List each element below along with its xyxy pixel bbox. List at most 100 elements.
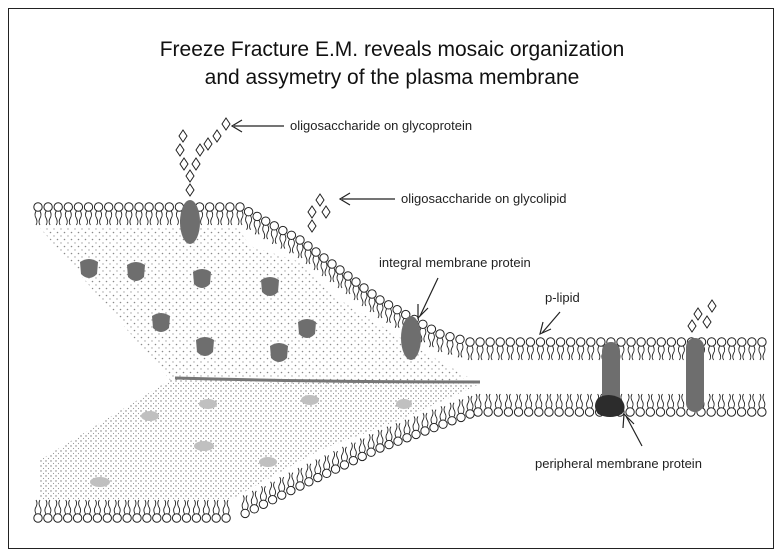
phospholipid xyxy=(222,500,230,522)
phospholipid xyxy=(312,248,320,270)
phospholipid xyxy=(270,222,278,244)
phospholipid xyxy=(320,254,328,276)
phospholipid xyxy=(585,394,593,416)
phospholipid xyxy=(456,335,464,357)
protein-particle xyxy=(298,319,316,338)
phospholipid xyxy=(738,338,746,360)
phospholipid xyxy=(328,260,336,282)
phospholipid xyxy=(707,394,715,416)
phospholipid xyxy=(83,500,91,522)
phospholipid xyxy=(546,338,554,360)
phospholipid xyxy=(155,203,163,225)
phospholipid xyxy=(296,468,304,490)
phospholipid xyxy=(376,296,384,318)
phospholipid xyxy=(331,451,339,473)
phospholipid xyxy=(412,416,420,438)
phospholipid xyxy=(565,394,573,416)
phospholipid xyxy=(133,500,141,522)
phospholipid xyxy=(646,394,654,416)
protein-particle xyxy=(80,259,98,278)
phospholipid xyxy=(566,338,574,360)
phospholipid xyxy=(556,338,564,360)
phospholipid xyxy=(296,236,304,258)
phospholipid xyxy=(421,413,429,435)
phospholipid xyxy=(727,394,735,416)
phospholipid xyxy=(163,500,171,522)
phospholipid xyxy=(236,203,244,225)
phospholipid xyxy=(226,203,234,225)
face-pit xyxy=(396,399,412,409)
label-peripheral-membrane-protein: peripheral membrane protein xyxy=(535,456,702,471)
glycoprotein-integral xyxy=(180,200,200,244)
phospholipid xyxy=(707,338,715,360)
face-pit xyxy=(199,399,217,409)
phospholipid xyxy=(165,203,173,225)
phospholipid xyxy=(666,394,674,416)
phospholipid xyxy=(748,394,756,416)
phospholipid xyxy=(626,394,634,416)
phospholipid xyxy=(192,500,200,522)
protein-particle xyxy=(152,313,170,332)
phospholipid xyxy=(84,203,92,225)
phospholipid xyxy=(105,203,113,225)
phospholipid xyxy=(439,406,447,428)
phospholipid xyxy=(647,338,655,360)
label-p-lipid: p-lipid xyxy=(545,290,580,305)
phospholipid xyxy=(748,338,756,360)
phospholipid xyxy=(352,278,360,300)
phospholipid xyxy=(636,394,644,416)
phospholipid xyxy=(44,203,52,225)
phospholipid xyxy=(535,394,543,416)
phospholipid xyxy=(278,477,286,499)
phospholipid xyxy=(430,410,438,432)
protein-particle xyxy=(193,269,211,288)
phospholipid xyxy=(403,420,411,442)
phospholipid xyxy=(717,338,725,360)
protein-particle xyxy=(261,277,279,296)
phospholipid xyxy=(54,203,62,225)
upper-fracture-face xyxy=(40,228,470,384)
phospholipid xyxy=(466,338,474,360)
phospholipid xyxy=(340,447,348,469)
protein-particle xyxy=(270,343,288,362)
protein-particle xyxy=(127,262,145,281)
phospholipid xyxy=(436,330,444,352)
protein-particle xyxy=(196,337,214,356)
phospholipid xyxy=(360,284,368,306)
inner-leaflet-lipids-bottom xyxy=(34,500,231,522)
phospholipid xyxy=(244,208,252,230)
label-integral-membrane-protein: integral membrane protein xyxy=(379,255,531,270)
phospholipid xyxy=(73,500,81,522)
phospholipid xyxy=(376,430,384,452)
phospholipid xyxy=(486,338,494,360)
phospholipid xyxy=(262,217,270,239)
arrow-peripheral xyxy=(626,416,642,446)
phospholipid xyxy=(526,338,534,360)
phospholipid xyxy=(93,500,101,522)
oligosaccharide-right xyxy=(688,300,716,332)
phospholipid xyxy=(667,338,675,360)
phospholipid xyxy=(268,482,276,504)
phospholipid xyxy=(143,500,151,522)
phospholipid xyxy=(253,212,261,234)
phospholipid xyxy=(385,427,393,449)
label-oligosaccharide-glycoprotein: oligosaccharide on glycoprotein xyxy=(290,118,472,133)
phospholipid xyxy=(514,394,522,416)
phospholipid xyxy=(145,203,153,225)
phospholipid xyxy=(125,203,133,225)
phospholipid xyxy=(536,338,544,360)
integral-membrane-protein xyxy=(401,316,421,360)
phospholipid xyxy=(427,325,435,347)
face-pit xyxy=(301,395,319,405)
phospholipid xyxy=(259,486,267,508)
phospholipid xyxy=(393,306,401,328)
arrow-integral xyxy=(420,278,438,316)
phospholipid xyxy=(135,203,143,225)
phospholipid xyxy=(344,272,352,294)
phospholipid xyxy=(717,394,725,416)
phospholipid xyxy=(63,500,71,522)
phospholipid xyxy=(44,500,52,522)
phospholipid xyxy=(206,203,214,225)
phospholipid xyxy=(476,338,484,360)
face-pit xyxy=(194,441,214,451)
